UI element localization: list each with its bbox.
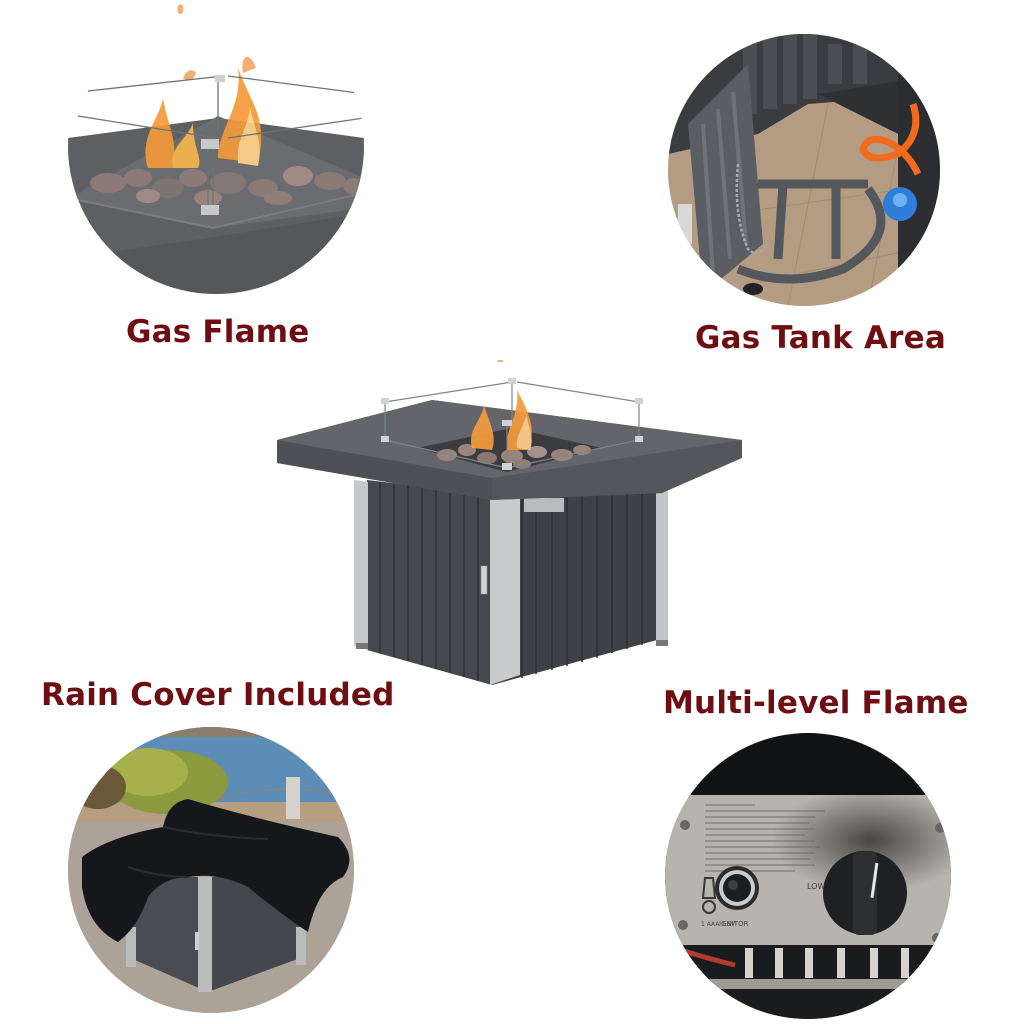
ignitor-label: IGNITOR xyxy=(719,920,749,928)
battery-label: 1 AAA 1.5V xyxy=(701,921,736,928)
ignitor-button[interactable] xyxy=(715,866,759,910)
flame-control-knob[interactable] xyxy=(823,851,907,935)
caption-gas-flame: Gas Flame xyxy=(126,314,310,350)
low-label: LOW xyxy=(807,882,825,891)
gas-tank-area-photo xyxy=(668,34,940,306)
gas-flame-photo xyxy=(68,0,364,294)
fire-pit-table-product-image xyxy=(272,360,752,700)
rain-cover-photo xyxy=(68,727,354,1013)
caption-multi-level-flame: Multi-level Flame xyxy=(663,685,969,721)
battery-icon xyxy=(701,877,717,914)
caption-gas-tank-area: Gas Tank Area xyxy=(695,320,946,356)
caption-rain-cover: Rain Cover Included xyxy=(41,677,395,713)
control-panel-photo: 1 AAA 1.5V IGNITOR LOW xyxy=(665,733,951,1019)
